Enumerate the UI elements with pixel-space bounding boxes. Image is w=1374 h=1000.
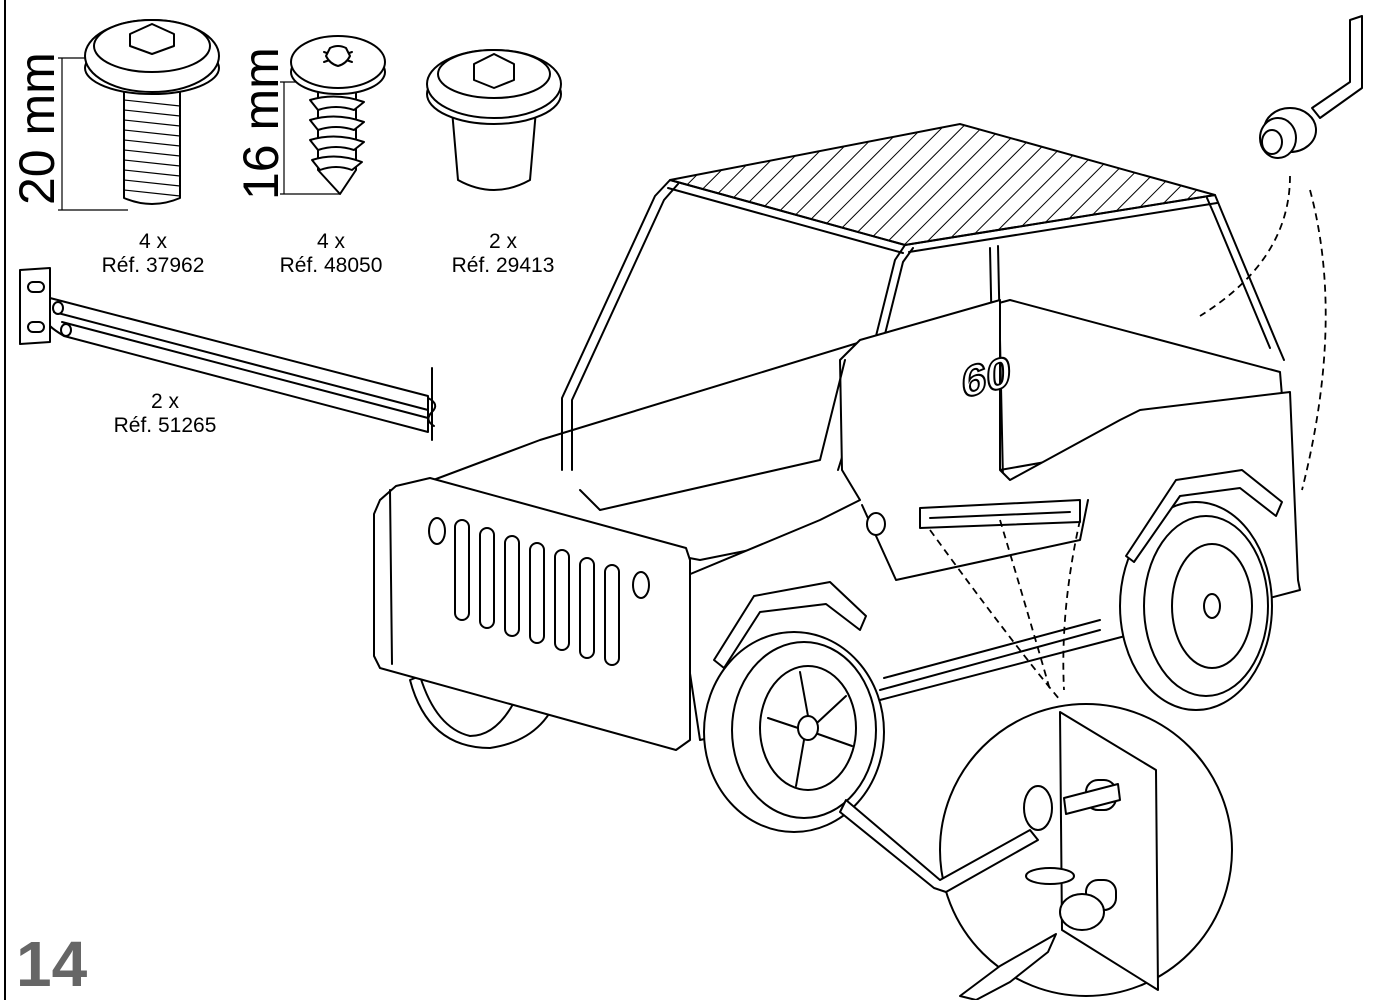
detail-callout bbox=[929, 519, 1233, 997]
part-qty: 2 x bbox=[488, 230, 517, 253]
part-ref: Réf. 51265 bbox=[113, 414, 217, 437]
part-qty: 4 x bbox=[138, 230, 167, 253]
part-ref: Réf. 29413 bbox=[451, 254, 555, 277]
part-label-48050: 4 x Réf. 48050 bbox=[264, 230, 398, 278]
screwdriver-icon bbox=[959, 933, 1057, 1000]
dimension-label-16mm: 16 mm bbox=[233, 47, 289, 200]
part-qty: 2 x bbox=[150, 390, 179, 413]
allen-key-icon bbox=[1259, 15, 1363, 159]
part-label-51265: 2 x Réf. 51265 bbox=[100, 390, 230, 438]
car-bed-drawing: 60 bbox=[373, 122, 1301, 833]
step-number: 14 bbox=[16, 928, 88, 1000]
dimension-label-20mm: 20 mm bbox=[9, 52, 65, 205]
metal-rail-icon bbox=[19, 267, 437, 441]
part-label-37962: 4 x Réf. 37962 bbox=[88, 230, 218, 278]
allen-key-tool-icon bbox=[839, 799, 1039, 893]
part-ref: Réf. 48050 bbox=[279, 254, 383, 277]
part-qty: 4 x bbox=[316, 230, 345, 253]
part-ref: Réf. 37962 bbox=[101, 254, 205, 277]
page-border bbox=[4, 0, 6, 1000]
part-label-29413: 2 x Réf. 29413 bbox=[438, 230, 568, 278]
phillips-wood-screw-icon bbox=[280, 35, 386, 195]
hex-socket-screw-icon bbox=[58, 19, 220, 211]
barrel-nut-icon bbox=[426, 49, 562, 191]
